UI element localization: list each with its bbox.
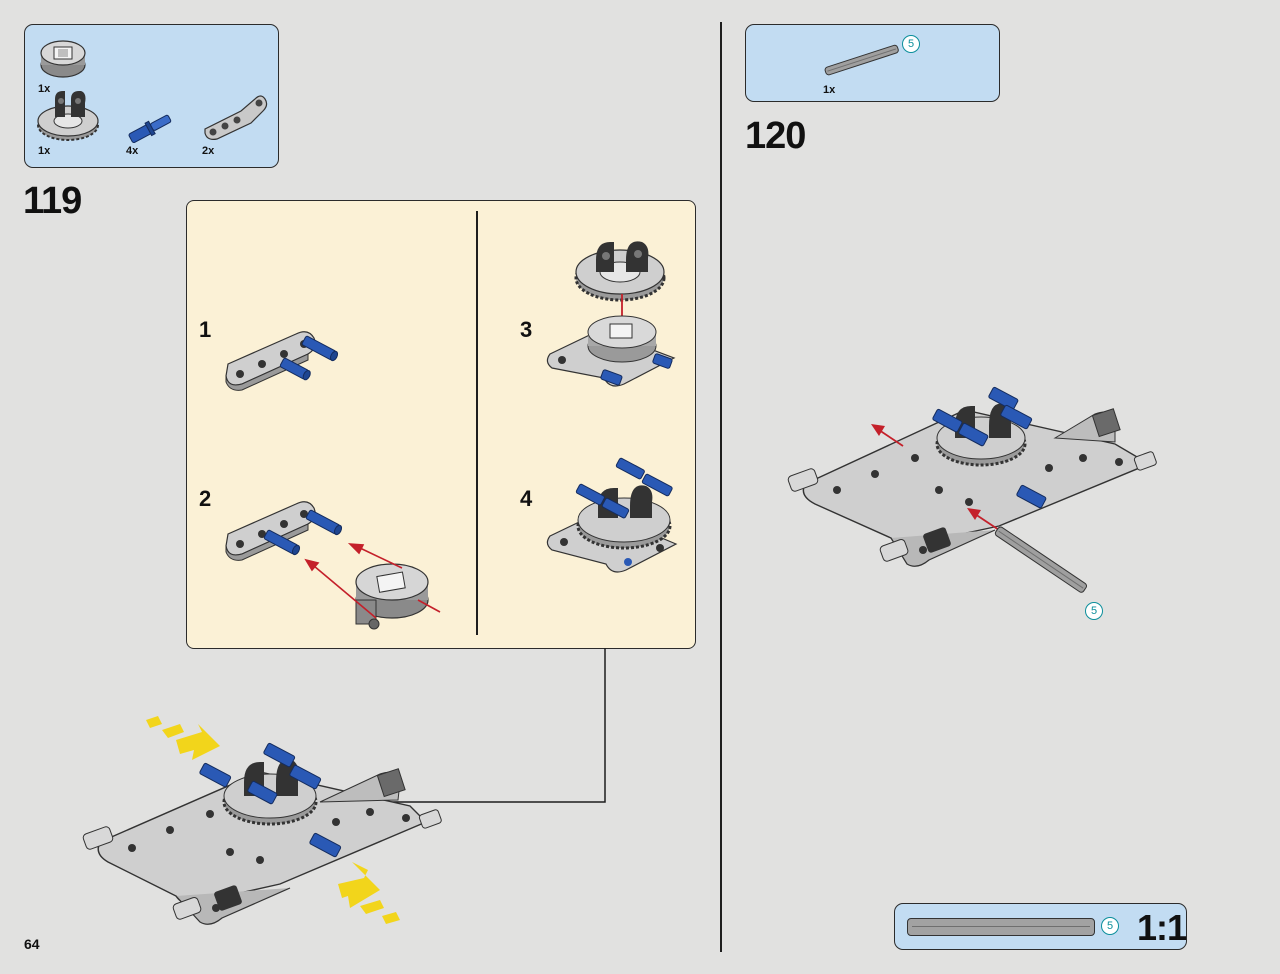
blue-pin <box>1016 484 1047 509</box>
part-qty: 1x <box>38 145 51 157</box>
blue-pin <box>575 483 605 506</box>
substep-number: 3 <box>520 317 533 342</box>
blue-pin <box>600 369 623 386</box>
callout-divider <box>476 211 478 635</box>
step-number: 120 <box>745 115 806 157</box>
blue-pin <box>958 422 989 447</box>
blue-pin <box>279 357 311 381</box>
length-badge: 5 <box>1101 917 1119 935</box>
bent-beam-part-icon <box>204 95 268 140</box>
blue-pin <box>289 764 322 790</box>
red-insert-arrow <box>974 513 1000 531</box>
blue-pin-part-icon <box>128 114 172 144</box>
part-qty: 4x <box>126 145 139 157</box>
blue-pin <box>932 408 963 433</box>
length-badge: 5 <box>902 35 920 53</box>
step-119-main-assembly <box>82 716 442 925</box>
blue-pin <box>247 780 278 805</box>
blue-pin <box>615 457 645 480</box>
length-badge: 5 <box>1085 602 1103 620</box>
page-number: 64 <box>24 936 40 952</box>
blue-pin <box>301 335 339 362</box>
turntable-gear-part-icon <box>37 91 99 141</box>
axle-part-icon <box>824 44 899 76</box>
blue-pin <box>305 509 343 536</box>
blue-pin <box>641 473 673 497</box>
blue-pin <box>263 742 296 768</box>
yellow-direction-arrow <box>146 716 400 924</box>
part-qty: 1x <box>38 83 51 95</box>
substep-number: 2 <box>199 486 212 511</box>
blue-pin <box>199 762 232 788</box>
substep-3-illustration <box>546 241 676 387</box>
turntable-top-part-icon <box>40 40 86 78</box>
blue-pin <box>1000 404 1033 430</box>
step-number: 119 <box>23 180 82 222</box>
scale-reference-box: 5 1:1 <box>894 903 1187 950</box>
blue-pin <box>652 353 673 369</box>
step-119-parts-list: 1x 1x 4x 2x <box>24 24 279 168</box>
substep-1-illustration <box>225 331 339 391</box>
turntable-gear-part <box>574 241 666 302</box>
red-direction-arrowhead <box>871 424 885 436</box>
turntable-top-part <box>355 563 429 630</box>
substep-number: 1 <box>199 317 212 342</box>
blue-pin <box>601 497 630 519</box>
red-insert-arrowhead <box>967 508 981 520</box>
red-insert-arrow <box>304 543 441 619</box>
blue-pin <box>309 832 342 858</box>
scale-ratio: 1:1 <box>1137 907 1187 948</box>
step-120-parts-list: 5 1x <box>745 24 1000 102</box>
page-divider <box>720 22 722 952</box>
part-qty: 1x <box>823 84 836 96</box>
substep-number: 4 <box>520 486 533 511</box>
blue-pin <box>988 386 1019 411</box>
part-qty: 2x <box>202 145 215 157</box>
step-120-main-assembly <box>787 386 1157 593</box>
blue-pin <box>263 529 301 556</box>
substep-2-illustration <box>225 501 441 630</box>
axle-scale-image <box>907 918 1095 936</box>
red-direction-arrow <box>878 429 904 447</box>
axle-part <box>994 526 1088 593</box>
substep-4-illustration <box>546 457 678 573</box>
